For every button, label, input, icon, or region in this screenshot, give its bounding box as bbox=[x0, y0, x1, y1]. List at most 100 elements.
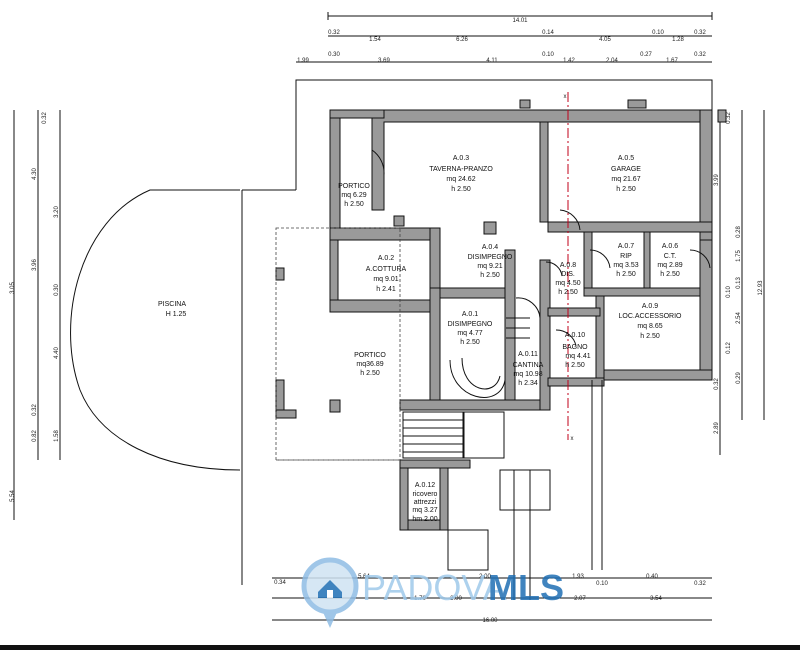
room-label: mq 4.41 bbox=[565, 353, 590, 360]
room-label: PORTICO bbox=[354, 352, 386, 359]
room-label: mq 6.29 bbox=[341, 192, 366, 199]
room-label: mq 24.62 bbox=[446, 176, 475, 183]
left-dim-label: 0.30 bbox=[54, 284, 60, 296]
room-a09: A.0.9 LOC.ACCESSORIO mq 8.65 h 2.50 bbox=[618, 303, 682, 340]
room-label: h 2.50 bbox=[558, 289, 578, 296]
room-label: H 1.25 bbox=[166, 311, 187, 318]
top-dim-total: 14.01 bbox=[512, 18, 528, 24]
top-dim-label: 0.10 bbox=[652, 30, 664, 36]
room-portico-top: PORTICO mq 6.29 h 2.50 bbox=[338, 183, 370, 208]
pool bbox=[70, 189, 241, 471]
room-label: A.0.2 bbox=[378, 255, 394, 262]
right-dim-label: 0.10 bbox=[726, 286, 732, 298]
room-label: attrezzi bbox=[414, 499, 437, 506]
bottom-dim-label: 0.32 bbox=[694, 581, 706, 587]
room-label: PORTICO bbox=[338, 183, 370, 190]
room-label: h 2.50 bbox=[660, 271, 680, 278]
room-a03: A.0.3 TAVERNA-PRANZO mq 24.62 h 2.50 bbox=[429, 155, 493, 193]
room-labels: A.0.3 TAVERNA-PRANZO mq 24.62 h 2.50 A.0… bbox=[158, 155, 683, 523]
right-dim-label: 12.93 bbox=[758, 280, 764, 296]
top-dim-label: 0.27 bbox=[640, 52, 652, 58]
room-label: A.0.10 bbox=[565, 332, 585, 339]
room-label: mq 9.01 bbox=[373, 276, 398, 283]
right-dim-label: 2.54 bbox=[736, 312, 742, 324]
room-label: h 2.50 bbox=[360, 370, 380, 377]
bottom-dim-total: 16.00 bbox=[482, 618, 498, 624]
right-dim-label: 2.89 bbox=[714, 422, 720, 434]
room-label: mq 3.53 bbox=[613, 262, 638, 269]
top-dim-label: 4.05 bbox=[599, 37, 611, 43]
room-label: BAGNO bbox=[562, 344, 588, 351]
bottom-bar bbox=[0, 645, 800, 650]
right-dim-label: 0.13 bbox=[736, 277, 742, 289]
bottom-dim-label: 1.93 bbox=[572, 574, 584, 580]
left-dim-label: 3.05 bbox=[10, 282, 16, 294]
room-label: CANTINA bbox=[513, 362, 544, 369]
room-label: mq 4.50 bbox=[555, 280, 580, 287]
bottom-dim-label: 2.07 bbox=[574, 596, 586, 602]
room-label: mq 9.21 bbox=[477, 263, 502, 270]
left-dim-label: 0.32 bbox=[32, 404, 38, 416]
room-label: h 2.50 bbox=[480, 272, 500, 279]
section-mark: x bbox=[564, 94, 567, 100]
right-dim-label: 1.75 bbox=[736, 250, 742, 262]
left-dimensions: 0.32 4.30 3.20 3.96 0.30 4.40 3.05 0.32 … bbox=[10, 110, 61, 520]
room-a01: A.0.1 DISIMPEGNO mq 4.77 h 2.50 bbox=[448, 311, 493, 346]
room-piscina: PISCINA H 1.25 bbox=[158, 301, 186, 318]
room-label: mq 10.98 bbox=[513, 371, 542, 378]
room-label: h 2.50 bbox=[616, 186, 636, 193]
room-a010: A.0.10 BAGNO mq 4.41 h 2.50 bbox=[562, 332, 590, 369]
room-label: h 2.50 bbox=[344, 201, 364, 208]
bottom-dim-label: 2.00 bbox=[479, 574, 491, 580]
room-label: A.0.4 bbox=[482, 244, 498, 251]
portico-outline bbox=[275, 227, 401, 461]
top-dim-label: 1.67 bbox=[666, 58, 678, 64]
top-dim-label: 3.69 bbox=[378, 58, 390, 64]
right-dim-label: 0.32 bbox=[714, 378, 720, 390]
left-dim-label: 4.30 bbox=[32, 168, 38, 180]
room-label: PISCINA bbox=[158, 301, 186, 308]
room-label: mq36.89 bbox=[356, 361, 383, 368]
top-dim-label: 1.99 bbox=[297, 58, 309, 64]
left-dim-label: 5.54 bbox=[10, 490, 16, 502]
room-label: A.0.3 bbox=[453, 155, 469, 162]
bottom-dim-label: 0.34 bbox=[274, 580, 286, 586]
left-dim-label: 1.58 bbox=[54, 430, 60, 442]
room-label: A.0.6 bbox=[662, 243, 678, 250]
room-label: h 2.34 bbox=[518, 380, 538, 387]
room-label: A.0.11 bbox=[518, 351, 538, 358]
top-dim-label: 6.26 bbox=[456, 37, 468, 43]
right-dim-label: 0.32 bbox=[726, 112, 732, 124]
left-dim-label: 3.20 bbox=[54, 206, 60, 218]
room-label: A.0.9 bbox=[642, 303, 658, 310]
room-label: mq 8.65 bbox=[637, 323, 662, 330]
right-dimensions: 0.32 3.99 0.28 1.75 0.13 12.93 0.10 2.54… bbox=[714, 110, 765, 455]
top-dim-label: 0.32 bbox=[694, 30, 706, 36]
room-label: mq 2.89 bbox=[657, 262, 682, 269]
top-dim-label: 0.32 bbox=[328, 30, 340, 36]
top-dim-label: 2.04 bbox=[606, 58, 618, 64]
right-dim-label: 0.12 bbox=[726, 342, 732, 354]
room-label: A.0.1 bbox=[462, 311, 478, 318]
right-dim-label: 0.28 bbox=[736, 226, 742, 238]
left-dim-label: 0.82 bbox=[32, 430, 38, 442]
room-label: h 2.41 bbox=[376, 286, 396, 293]
bottom-dim-label: 1.70 bbox=[414, 596, 426, 602]
bottom-dim-label: 0.40 bbox=[646, 574, 658, 580]
room-label: C.T. bbox=[664, 253, 677, 260]
left-dim-label: 0.32 bbox=[42, 112, 48, 124]
room-a06: A.0.6 C.T. mq 2.89 h 2.50 bbox=[657, 243, 682, 278]
room-a05: A.0.5 GARAGE mq 21.67 h 2.50 bbox=[611, 155, 641, 193]
top-dim-label: 1.42 bbox=[563, 58, 575, 64]
right-dim-label: 0.29 bbox=[736, 372, 742, 384]
room-label: DISIMPEGNO bbox=[468, 254, 513, 261]
right-dim-label: 3.99 bbox=[714, 174, 720, 186]
room-label: h 2.50 bbox=[565, 362, 585, 369]
room-a08: A.0.8 DIS. mq 4.50 h 2.50 bbox=[555, 262, 580, 296]
watermark-text-mls: MLS bbox=[488, 567, 564, 608]
room-label: h 2.50 bbox=[616, 271, 636, 278]
top-dim-label: 1.54 bbox=[369, 37, 381, 43]
room-label: mq 21.67 bbox=[611, 176, 640, 183]
left-dim-label: 3.96 bbox=[32, 259, 38, 271]
